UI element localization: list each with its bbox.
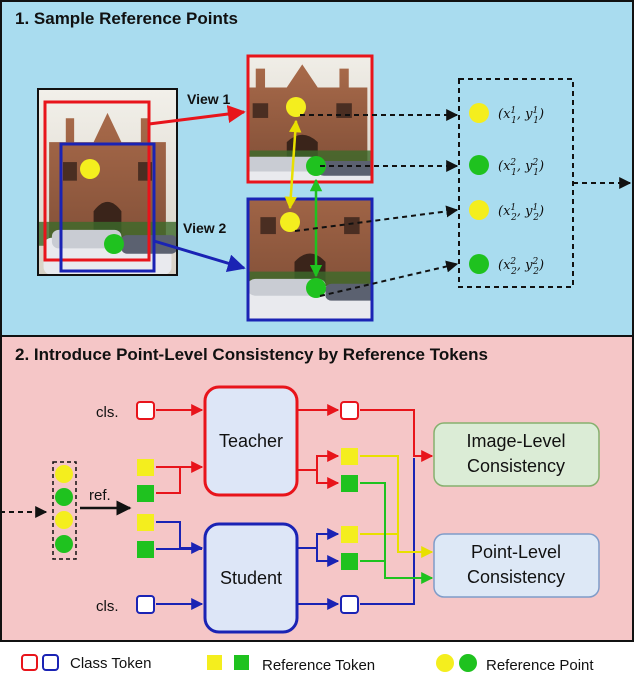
view2-label: View 2 — [183, 220, 227, 236]
student-ref-token-green-in — [137, 541, 154, 558]
list-point-2 — [469, 155, 489, 175]
student-block — [203, 522, 299, 634]
ref-point-yellow-original — [80, 159, 100, 179]
list-point-1 — [469, 103, 489, 123]
ref-point-yellow-view1 — [286, 97, 306, 117]
student-ref-token-green-out — [341, 553, 358, 570]
ref-point-green-original — [104, 234, 124, 254]
image-level-consistency-box — [433, 422, 600, 487]
legend-ref-token-yellow — [207, 655, 222, 670]
yellow-correspondence — [284, 119, 302, 210]
dashed-arrow-4 — [319, 260, 459, 297]
view1-crop-box — [43, 100, 151, 262]
cls-label-top: cls. — [96, 404, 119, 421]
ref-point-yellow-view2 — [280, 212, 300, 232]
student-class-token-out — [340, 595, 359, 614]
legend-ref-token-green — [234, 655, 249, 670]
legend: Class Token Reference Token Reference Po… — [21, 654, 594, 674]
teacher-ref-out-arrow-2 — [316, 470, 340, 489]
student-class-token-in — [136, 595, 155, 614]
list-point-3 — [469, 200, 489, 220]
legend-reference-point-label: Reference Point — [486, 657, 594, 674]
ref-point-green-view1 — [306, 156, 326, 176]
stack-point-2 — [55, 488, 73, 506]
list-point-4 — [469, 254, 489, 274]
legend-reference-token-label: Reference Token — [262, 657, 375, 674]
teacher-ref-token-green-out — [341, 475, 358, 492]
student-cls-to-image-level — [360, 458, 415, 605]
student-label: Student — [220, 568, 282, 588]
image-level-label-1: Image-Level — [466, 431, 565, 451]
section1-title: 1. Sample Reference Points — [15, 9, 238, 28]
teacher-class-token-in — [136, 401, 155, 420]
stack-point-1 — [55, 465, 73, 483]
stack-point-4 — [55, 535, 73, 553]
teacher-ref-in-arrow-2 — [156, 467, 181, 494]
ref-point-stack — [52, 461, 77, 560]
student-ref-token-yellow-in — [137, 514, 154, 531]
section2-title: 2. Introduce Point-Level Consistency by … — [15, 345, 488, 364]
view2-arrow — [153, 239, 246, 272]
teacher-ref-token-yellow-in — [137, 459, 154, 476]
teacher-label: Teacher — [219, 431, 283, 451]
dashed-arrow-3 — [294, 205, 459, 232]
cls-label-bottom: cls. — [96, 598, 119, 615]
teacher-yellow-to-point-level — [360, 455, 434, 558]
point-level-label-2: Consistency — [467, 567, 565, 587]
teacher-ref-token-green-in — [137, 485, 154, 502]
ref-point-green-view2 — [306, 278, 326, 298]
teacher-ref-token-yellow-out — [341, 448, 358, 465]
stack-point-3 — [55, 511, 73, 529]
ref-label: ref. — [89, 487, 111, 504]
student-ref-out-arrow-1 — [298, 528, 340, 549]
teacher-block — [203, 385, 299, 497]
point-level-consistency-box — [433, 533, 600, 598]
student-ref-token-yellow-out — [341, 526, 358, 543]
student-ref-out-arrow-2 — [316, 548, 340, 567]
teacher-cls-to-image-level — [360, 409, 434, 462]
view1-arrow — [148, 105, 246, 126]
point-level-label-1: Point-Level — [471, 542, 561, 562]
legend-ref-point-green — [459, 654, 477, 672]
image-level-label-2: Consistency — [467, 456, 565, 476]
legend-class-token-red — [21, 654, 38, 671]
legend-ref-point-yellow — [436, 654, 454, 672]
view1-image — [246, 54, 374, 184]
legend-class-token-label: Class Token — [70, 655, 151, 672]
teacher-class-token-out — [340, 401, 359, 420]
view2-crop-box — [59, 142, 156, 273]
original-image — [37, 88, 178, 276]
teacher-ref-out-arrow-1 — [298, 450, 340, 471]
legend-class-token-blue — [42, 654, 59, 671]
teacher-green-to-point-level — [360, 482, 434, 584]
view1-label: View 1 — [187, 91, 231, 107]
